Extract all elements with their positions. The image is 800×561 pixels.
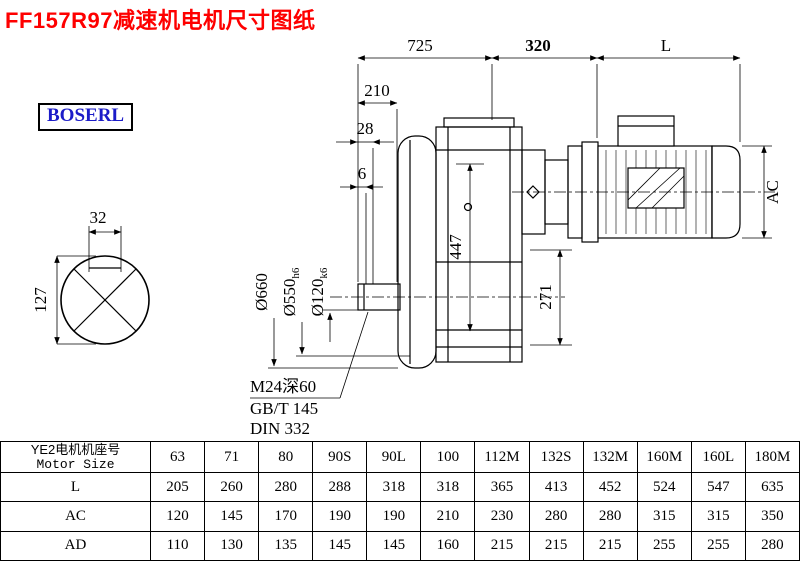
- terminal-box: [617, 115, 675, 147]
- gearbox-housing: [435, 117, 523, 363]
- dim-32-label: 32: [90, 208, 107, 227]
- dim-447-label: 447: [446, 234, 465, 260]
- motor: [597, 115, 741, 239]
- table-cell: 318: [366, 471, 422, 503]
- table-cell: 635: [744, 471, 800, 503]
- note-gb: GB/T 145: [250, 399, 318, 418]
- motor-size-label-en: Motor Size: [36, 457, 115, 472]
- table-cell: 547: [690, 471, 746, 503]
- motor-size-col-header: 100: [420, 441, 476, 473]
- row-label-cell: AD: [0, 530, 151, 561]
- dia-660-label: Ø660: [252, 273, 271, 311]
- note-tap: M24深60: [250, 377, 316, 396]
- dim-320-label: 320: [525, 36, 551, 55]
- table-cell: 365: [474, 471, 530, 503]
- motor-size-label-cell: YE2电机机座号 Motor Size: [0, 441, 151, 473]
- motor-size-label-cn: YE2电机机座号: [30, 442, 121, 457]
- table-cell: 280: [582, 501, 638, 532]
- table-cell: 230: [474, 501, 530, 532]
- table-cell: 215: [528, 530, 584, 561]
- dim-210-label: 210: [364, 81, 390, 100]
- dia-550-label: Ø550h6: [280, 267, 302, 316]
- table-cell: 170: [258, 501, 314, 532]
- motor-size-col-header: 112M: [474, 441, 530, 473]
- page-title: FF157R97减速机电机尺寸图纸: [5, 8, 316, 33]
- motor-size-col-header: 71: [204, 441, 260, 473]
- motor-size-col-header: 160M: [636, 441, 692, 473]
- table-cell: 318: [420, 471, 476, 503]
- row-label-cell: AC: [0, 501, 151, 532]
- motor-nameplate: [627, 167, 685, 209]
- motor-size-col-header: 90L: [366, 441, 422, 473]
- motor-size-col-header: 132S: [528, 441, 584, 473]
- brand-logo: BOSERL: [38, 103, 134, 131]
- motor-size-col-header: 63: [149, 441, 206, 473]
- dim-271-label: 271: [536, 284, 555, 310]
- motor-size-col-header: 160L: [690, 441, 746, 473]
- motor-size-col-header: 132M: [582, 441, 638, 473]
- motor-size-col-header: 180M: [744, 441, 800, 473]
- dim-AC-label: AC: [763, 180, 782, 204]
- table-cell: 315: [636, 501, 692, 532]
- table-cell: 315: [690, 501, 746, 532]
- table-cell: 288: [312, 471, 368, 503]
- table-cell: 280: [528, 501, 584, 532]
- table-cell: 190: [366, 501, 422, 532]
- table-cell: 413: [528, 471, 584, 503]
- table-cell: 110: [149, 530, 206, 561]
- dim-28-label: 28: [357, 119, 374, 138]
- motor-size-col-header: 90S: [312, 441, 368, 473]
- dim-725-label: 725: [407, 36, 433, 55]
- table-cell: 145: [366, 530, 422, 561]
- dim-L-label: L: [661, 36, 671, 55]
- table-cell: 215: [582, 530, 638, 561]
- table-cell: 280: [258, 471, 314, 503]
- table-cell: 145: [204, 501, 260, 532]
- table-cell: 215: [474, 530, 530, 561]
- note-din: DIN 332: [250, 419, 310, 438]
- row-label-cell: L: [0, 471, 151, 503]
- technical-drawing: 725 320 L 210 28 6 32 127 447 271 AC Ø66…: [31, 36, 782, 438]
- table-cell: 260: [204, 471, 260, 503]
- table-cell: 130: [204, 530, 260, 561]
- table-cell: 350: [744, 501, 800, 532]
- table-cell: 255: [636, 530, 692, 561]
- table-cell: 120: [149, 501, 206, 532]
- table-cell: 255: [690, 530, 746, 561]
- table-cell: 145: [312, 530, 368, 561]
- table-cell: 160: [420, 530, 476, 561]
- dia-120-label: Ø120k6: [308, 267, 330, 316]
- table-cell: 524: [636, 471, 692, 503]
- motor-size-col-header: 80: [258, 441, 314, 473]
- dim-6-label: 6: [358, 164, 367, 183]
- table-cell: 205: [149, 471, 206, 503]
- mounting-flange: [397, 135, 437, 369]
- table-cell: 210: [420, 501, 476, 532]
- table-cell: 190: [312, 501, 368, 532]
- table-cell: 135: [258, 530, 314, 561]
- table-cell: 452: [582, 471, 638, 503]
- dim-127-label: 127: [31, 287, 50, 313]
- table-cell: 280: [744, 530, 800, 561]
- shaft-end-view: [60, 226, 150, 345]
